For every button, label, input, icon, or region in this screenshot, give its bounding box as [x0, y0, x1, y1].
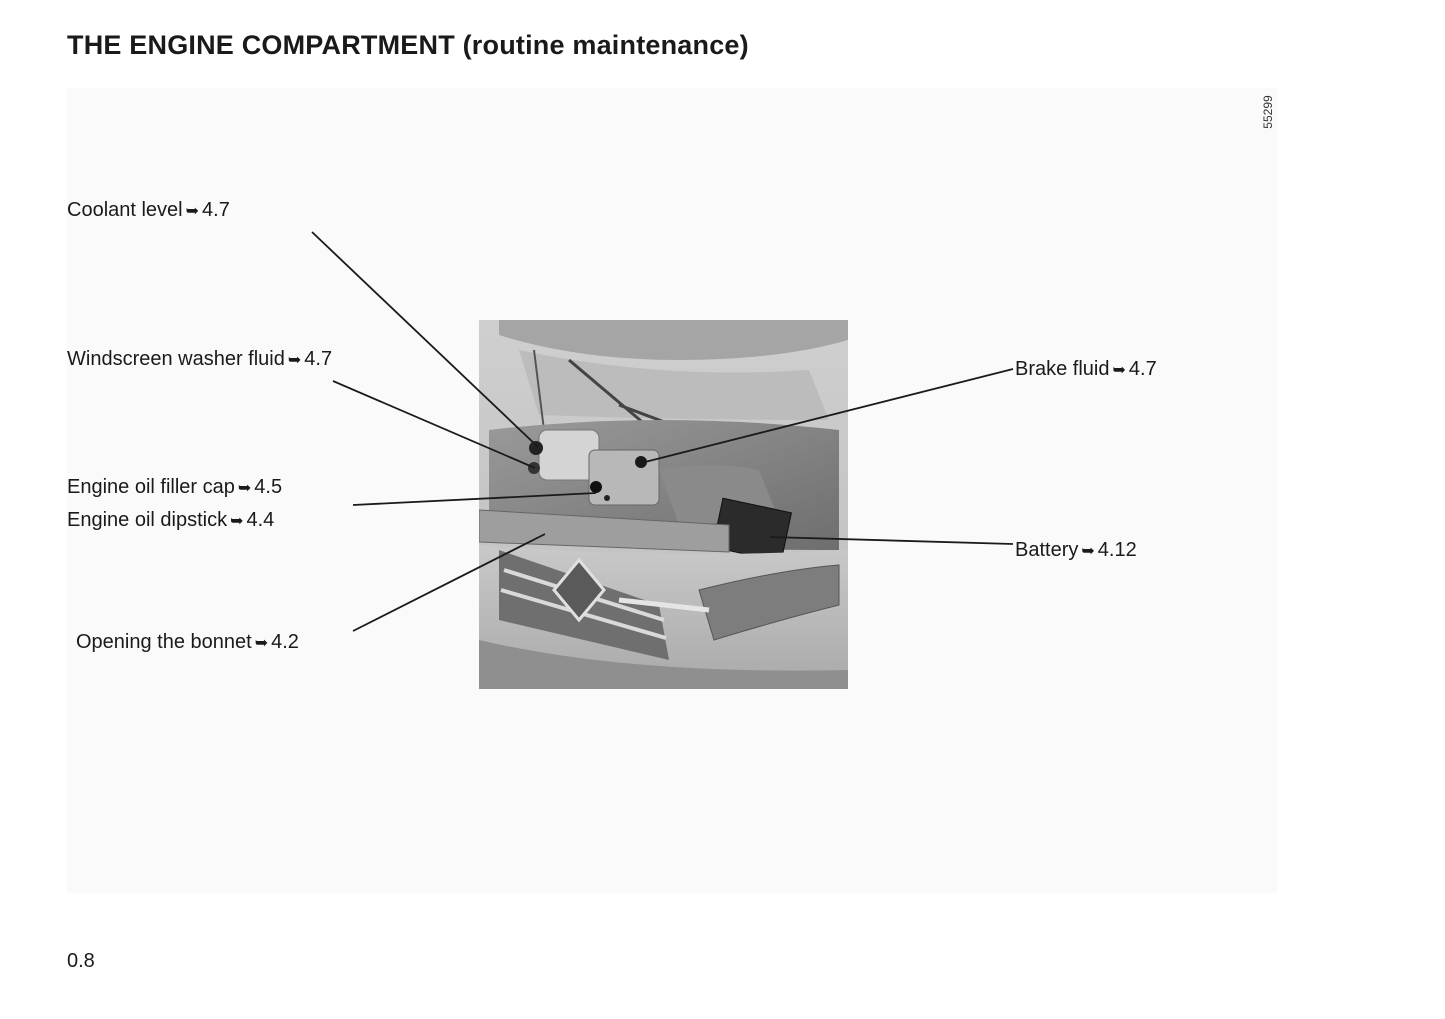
page-reference: 4.7: [202, 199, 230, 221]
label-battery: Battery➥4.12: [1015, 538, 1137, 564]
label-text: Battery: [1015, 539, 1079, 561]
figure-reference-number: 55299: [1261, 95, 1275, 129]
label-engine-oil-dipstick: Engine oil dipstick➥4.4: [67, 508, 274, 534]
label-text: Opening the bonnet: [76, 631, 252, 653]
reference-arrow-icon: ➥: [237, 480, 252, 497]
page-reference: 4.7: [1128, 358, 1157, 380]
label-coolant-level: Coolant level➥4.7: [67, 198, 230, 224]
label-opening-the-bonnet: Opening the bonnet➥4.2: [76, 630, 299, 656]
reference-arrow-icon: ➥: [254, 635, 269, 652]
page-title: THE ENGINE COMPARTMENT (routine maintena…: [67, 30, 749, 60]
page-reference: 4.2: [271, 631, 299, 653]
label-text: Windscreen washer fluid: [67, 348, 285, 370]
label-text: Brake fluid: [1015, 358, 1110, 380]
page-reference: 4.4: [246, 509, 275, 531]
page-number: 0.8: [67, 950, 95, 972]
page-reference: 4.7: [304, 348, 333, 370]
label-text: Engine oil filler cap: [67, 476, 235, 498]
reference-arrow-icon: ➥: [1081, 543, 1095, 560]
label-engine-oil-filler-cap: Engine oil filler cap➥4.5: [67, 475, 282, 501]
reference-arrow-icon: ➥: [1112, 362, 1126, 379]
label-brake-fluid: Brake fluid➥4.7: [1015, 357, 1157, 383]
reference-arrow-icon: ➥: [185, 203, 200, 220]
reference-arrow-icon: ➥: [287, 352, 302, 369]
label-text: Engine oil dipstick: [67, 509, 228, 531]
label-windscreen-washer-fluid: Windscreen washer fluid➥4.7: [67, 347, 332, 373]
engine-compartment-photo: [479, 320, 848, 689]
page-reference: 4.12: [1097, 539, 1137, 561]
label-text: Coolant level: [67, 199, 183, 221]
reference-arrow-icon: ➥: [230, 513, 244, 530]
page-reference: 4.5: [254, 476, 283, 498]
